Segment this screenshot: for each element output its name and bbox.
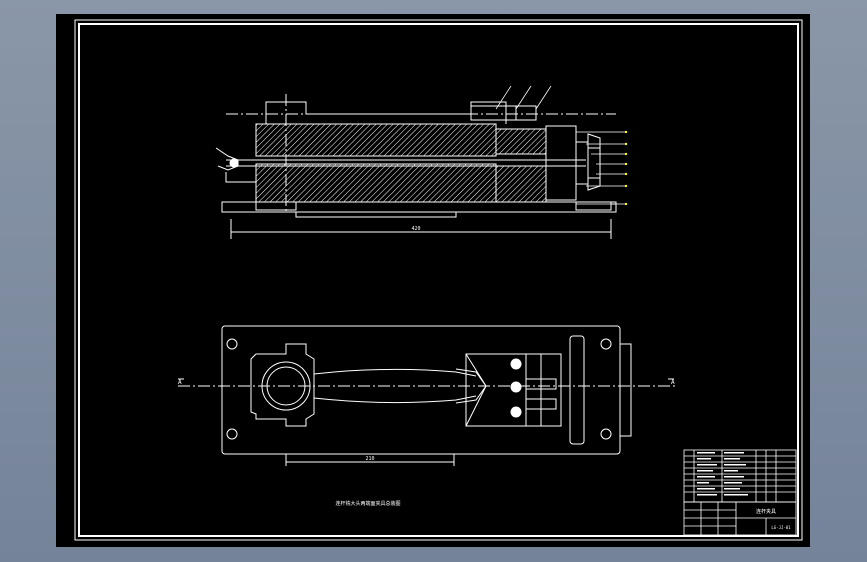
plan-section-label-right: A [671, 379, 675, 386]
outer-border [74, 19, 803, 541]
parts-list [683, 449, 797, 503]
front-dim-label: 420 [411, 226, 420, 232]
front-section-view [215, 94, 617, 239]
drawing-caption: 连杆铣大头两端面夹具总装图 [335, 500, 400, 507]
leader-arrowheads [624, 130, 628, 206]
drawing-viewport[interactable]: 420 [56, 14, 810, 547]
title-block-drawing-no: LG-JJ-01 [771, 525, 791, 530]
inner-border [78, 23, 799, 537]
title-block [683, 501, 797, 536]
parts-list-text-marks [697, 452, 748, 496]
title-block-title: 连杆夹具 [756, 508, 776, 515]
plan-section-label-left: A [178, 379, 182, 386]
plan-view [178, 325, 676, 466]
part-leaders [495, 85, 626, 205]
plan-dim-label: 210 [365, 456, 374, 462]
